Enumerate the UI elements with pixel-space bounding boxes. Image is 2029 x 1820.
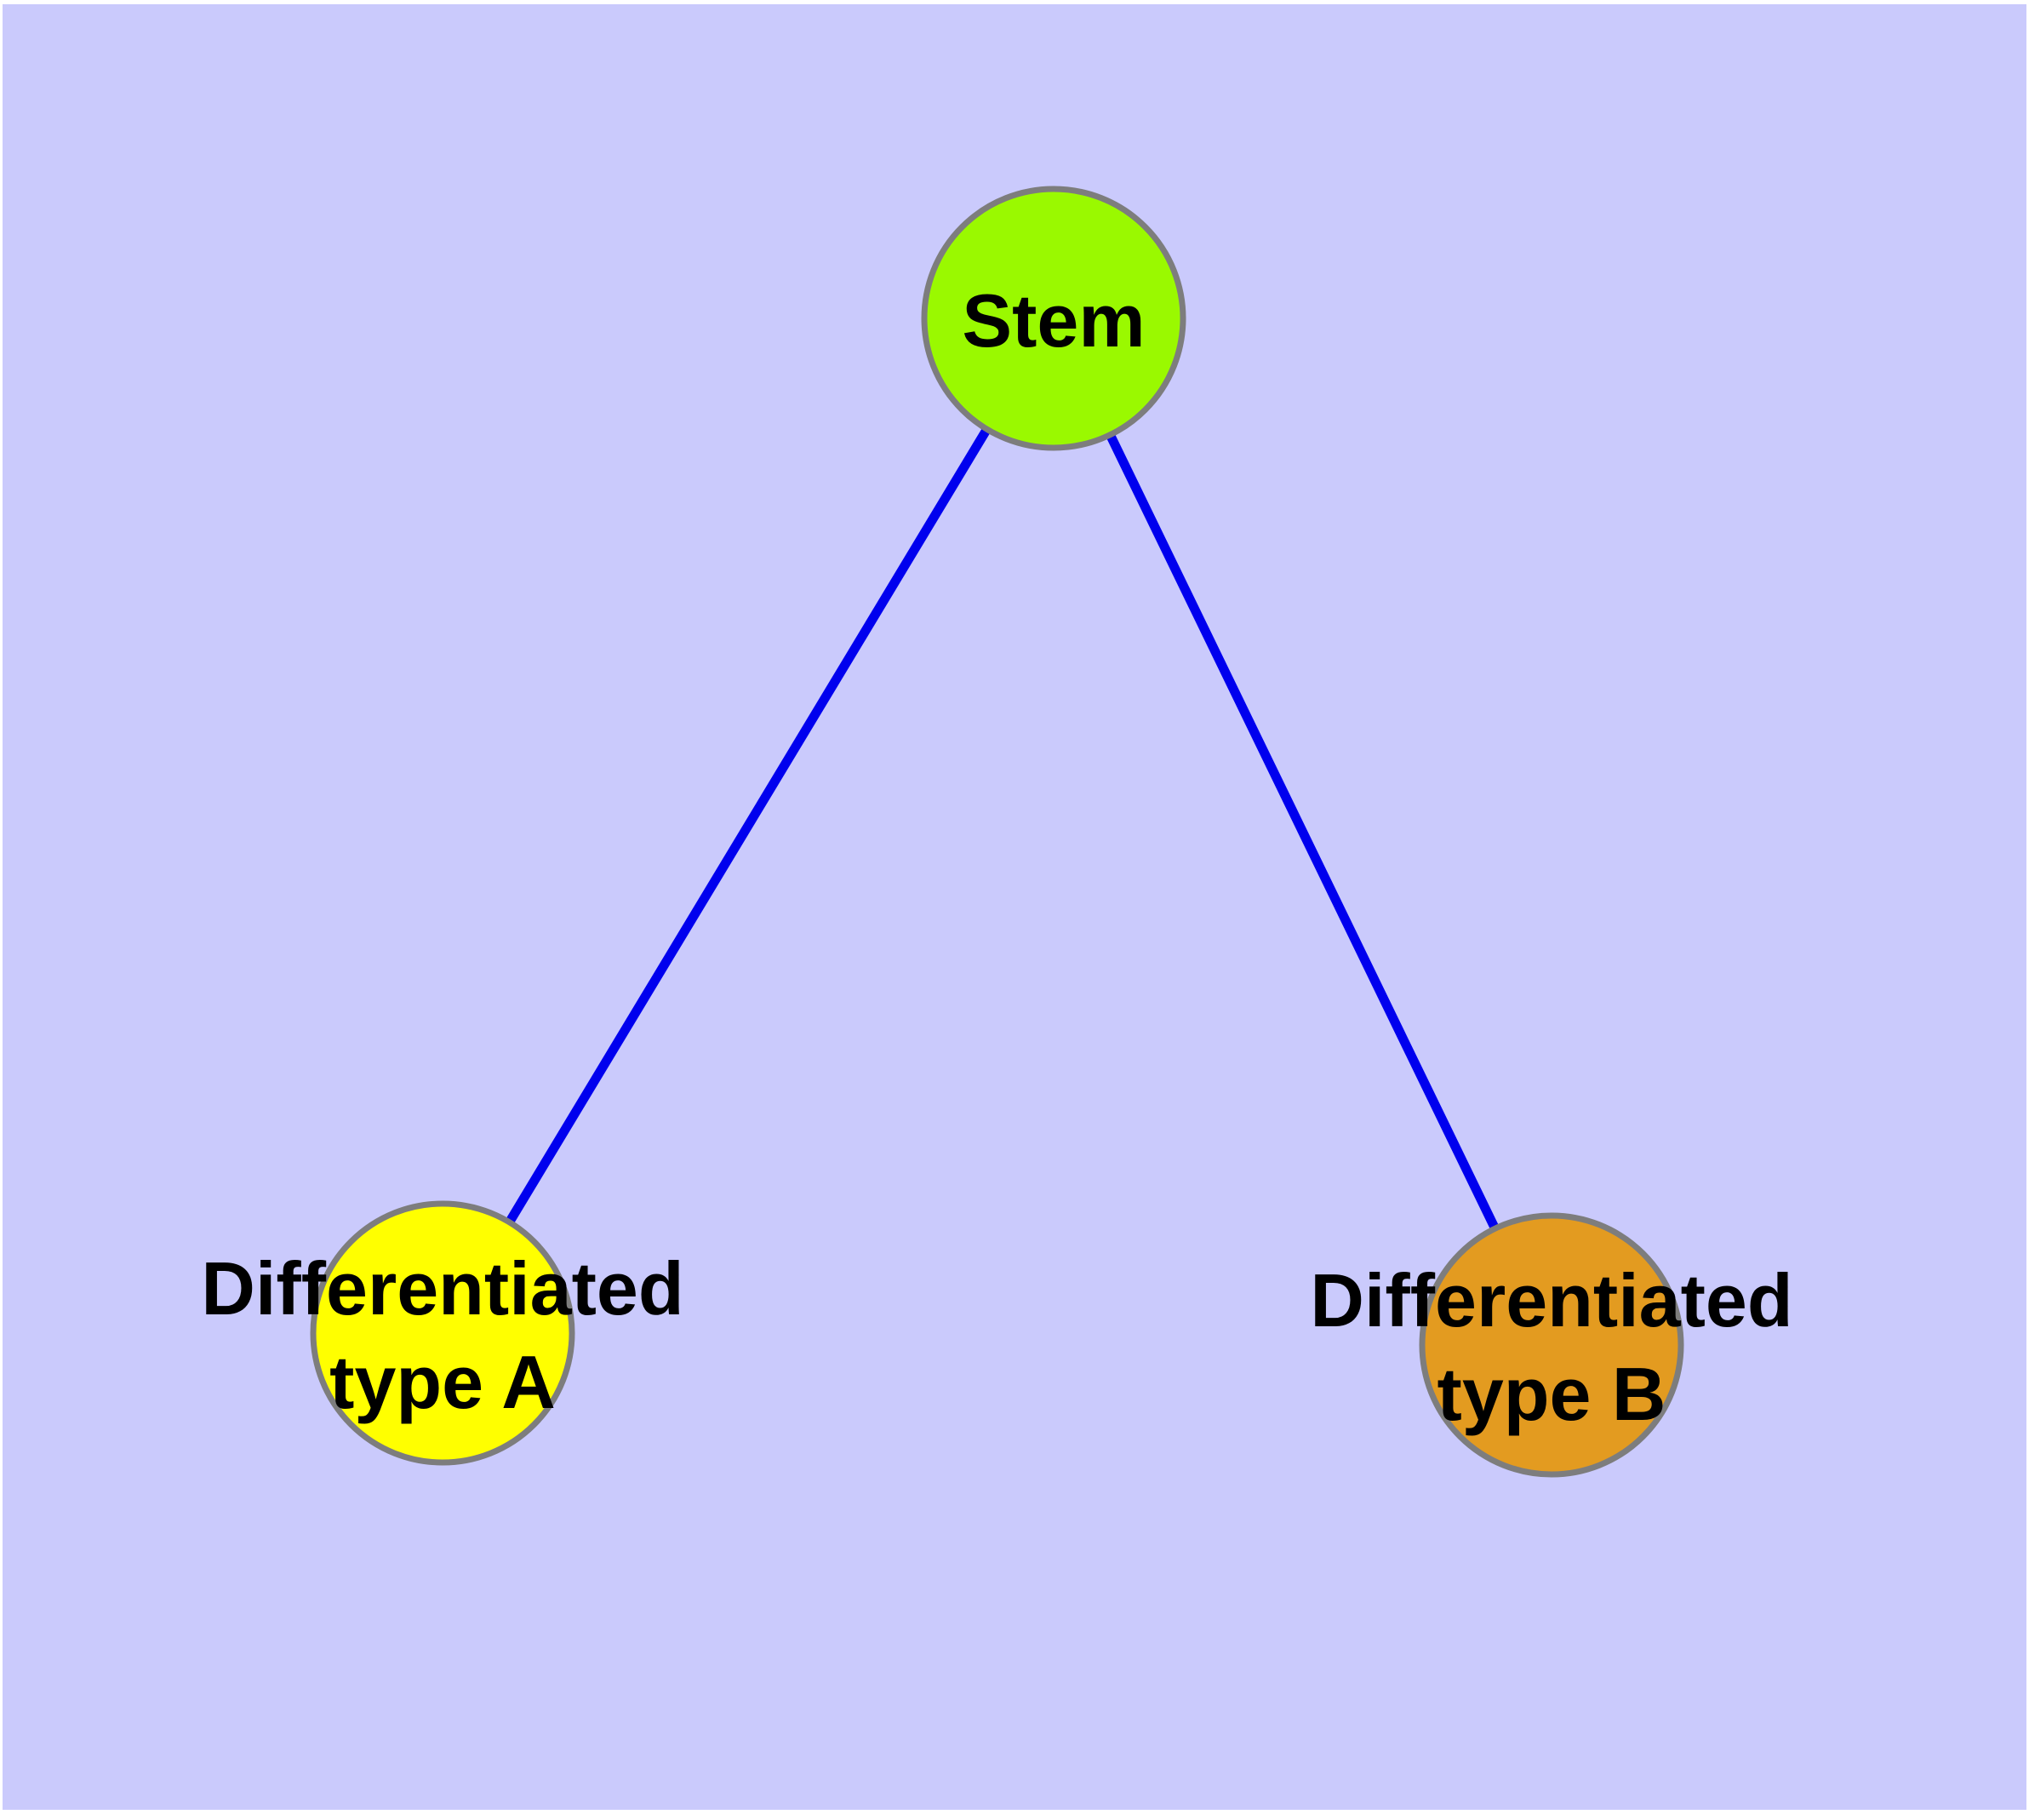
nodes-layer — [310, 186, 1684, 1478]
node-diff-type-a — [310, 1200, 575, 1466]
edge-stem-to-diff-type-b — [1049, 316, 1556, 1348]
edge-stem-to-diff-type-a — [438, 316, 1058, 1336]
node-label-stem: Stem — [962, 278, 1145, 363]
edges-layer — [438, 316, 1556, 1348]
node-stem — [921, 186, 1186, 451]
node-diff-type-b — [1419, 1212, 1684, 1478]
